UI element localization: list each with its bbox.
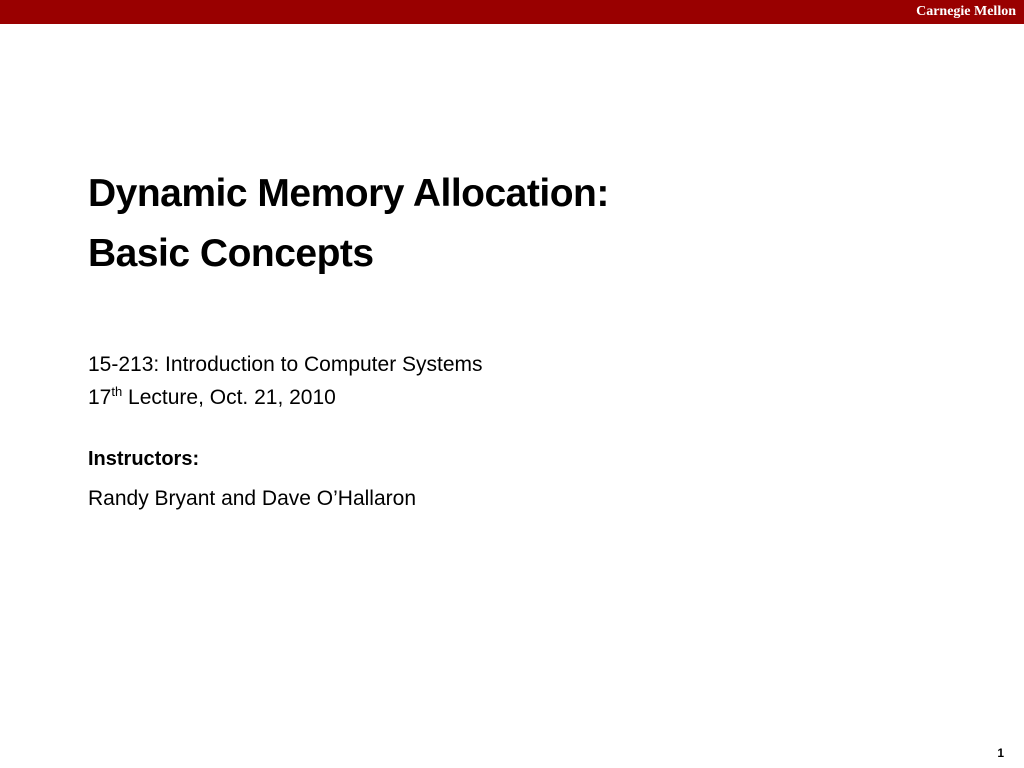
header-bar: Carnegie Mellon: [0, 0, 1024, 24]
lecture-ordinal-suffix: th: [111, 384, 123, 399]
instructors-names: Randy Bryant and Dave O’Hallaron: [88, 487, 417, 510]
page-number: 1: [997, 746, 1004, 760]
lecture-date: Lecture, Oct. 21, 2010: [122, 386, 336, 409]
lecture-line: 17th Lecture, Oct. 21, 2010: [88, 381, 483, 414]
slide-title: Dynamic Memory Allocation: Basic Concept…: [88, 164, 609, 284]
brand-label: Carnegie Mellon: [916, 4, 1016, 19]
title-line-1: Dynamic Memory Allocation:: [88, 172, 609, 215]
instructors-label: Instructors:: [88, 448, 200, 470]
title-line-2: Basic Concepts: [88, 232, 374, 275]
course-info: 15-213: Introduction to Computer Systems…: [88, 348, 483, 414]
lecture-number: 17: [88, 386, 112, 409]
course-name: 15-213: Introduction to Computer Systems: [88, 353, 483, 376]
